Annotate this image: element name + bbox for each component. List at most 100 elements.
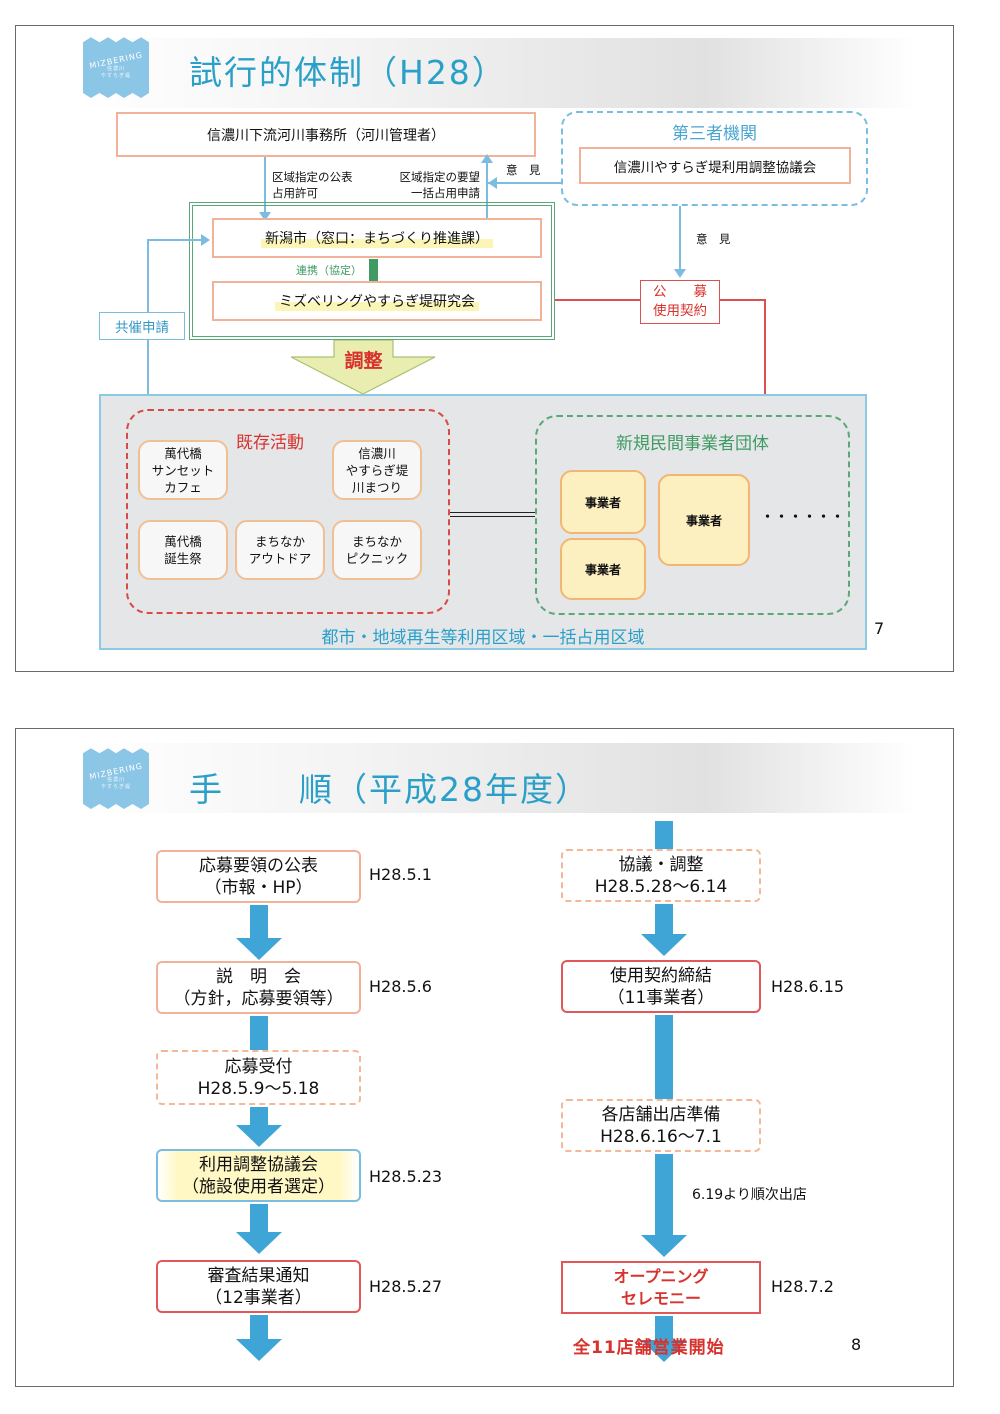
title-band: [76, 743, 916, 813]
logo-subtext: やすらぎ堤: [100, 72, 131, 79]
step-date: H28.5.23: [369, 1167, 443, 1186]
business-item: 事業者: [560, 470, 646, 534]
opinion-label: 意 見: [506, 163, 541, 177]
activity-line: やすらぎ堤: [345, 462, 409, 478]
logo-subtext: 信濃川: [106, 776, 125, 783]
step-recruitment-announcement: 応募要領の公表 （市報・HP）: [156, 850, 361, 903]
step-line: 審査結果通知: [207, 1265, 310, 1286]
activity-item: まちなかアウトドア: [235, 520, 325, 580]
arrow-down-icon: [674, 269, 686, 278]
step-line: （施設使用者選定）: [182, 1176, 335, 1197]
title-band: [76, 38, 916, 108]
arrow-left-icon: [488, 177, 497, 189]
ellipsis: ・・・・・・: [761, 510, 846, 525]
mizbering-logo: MIZBERING 信濃川 やすらぎ堤: [83, 748, 149, 809]
activity-line: アウトドア: [248, 551, 312, 566]
step-consultation: 協議・調整 H28.5.28〜6.14: [561, 849, 761, 902]
flow-arrow: [641, 1316, 687, 1366]
connector-line: [679, 206, 681, 272]
step-date: H28.6.15: [771, 977, 845, 996]
adjust-arrow-shape: [291, 340, 436, 395]
connector-line: [486, 161, 488, 223]
request-label: 区域指定の要望 一括占用申請: [390, 169, 481, 201]
activity-line: まちなか: [351, 534, 402, 549]
business-label: 事業者: [584, 495, 621, 510]
flow-arrow: [641, 904, 687, 959]
zone-label: 都市・地域再生等利用区域・一括占用区域: [321, 628, 645, 648]
logo-subtext: やすらぎ堤: [100, 783, 131, 790]
publish-label: 区域指定の公表 占用許可: [272, 169, 353, 201]
activity-line: カフェ: [164, 479, 202, 495]
flow-arrow: [236, 1315, 282, 1370]
slide-trial-system: MIZBERING 信濃川 やすらぎ堤 試行的体制（H28） 信濃川下流河川事務…: [15, 25, 954, 672]
arrow-down-icon: [236, 938, 282, 960]
activity-line: まちなか: [254, 534, 305, 549]
cooperation-connector: [369, 259, 378, 281]
activity-line: 誕生祭: [164, 551, 202, 566]
recruit-label: 公 募: [653, 284, 707, 300]
research-group-box: ミズベリングやすらぎ堤研究会: [212, 281, 542, 321]
step-line: 使用契約締結: [610, 965, 712, 986]
cooperation-label: 連携（協定）: [296, 264, 362, 277]
new-private-group: [535, 415, 850, 615]
new-private-heading: 新規民間事業者団体: [616, 434, 769, 454]
contract-label: 使用契約: [653, 303, 707, 319]
river-office-box: 信濃川下流河川事務所（河川管理者）: [116, 112, 536, 157]
business-label: 事業者: [685, 513, 722, 528]
city-label: 新潟市（窓口：まちづくり推進課）: [261, 228, 493, 248]
activity-item: まちなかピクニック: [332, 520, 422, 580]
sequential-note: 6.19より順次出店: [692, 1187, 807, 1203]
step-line: 協議・調整: [618, 854, 704, 875]
river-office-label: 信濃川下流河川事務所（河川管理者）: [207, 127, 445, 144]
step-line: 各店舗出店準備: [601, 1104, 721, 1125]
step-line: （12事業者）: [205, 1287, 312, 1308]
step-line: （市報・HP）: [204, 877, 313, 898]
flow-arrow: [236, 905, 282, 960]
step-line: 応募受付: [224, 1056, 293, 1077]
activity-item: 萬代橋誕生祭: [138, 520, 228, 580]
adjust-label: 調整: [344, 350, 383, 372]
opinion-label: 意 見: [696, 232, 731, 246]
council-box: 信濃川やすらぎ堤利用調整協議会: [579, 147, 851, 184]
step-opening-ceremony: オープニング セレモニー: [561, 1261, 761, 1314]
step-line: H28.5.9〜5.18: [197, 1078, 320, 1099]
activity-line: 萬代橋: [164, 534, 202, 549]
step-date: H28.5.27: [369, 1277, 443, 1296]
city-group: [189, 202, 555, 340]
recruit-box: 公 募 使用契約: [640, 280, 720, 324]
flow-arrow: [641, 1154, 687, 1259]
page-number: 8: [851, 1335, 862, 1354]
business-label: 事業者: [584, 562, 621, 577]
step-line: （11事業者）: [607, 987, 715, 1008]
label-line: 占用許可: [272, 186, 318, 200]
step-line: 応募要領の公表: [199, 855, 318, 876]
connector-line: [488, 182, 562, 184]
step-line: オープニング: [613, 1266, 709, 1286]
step-usage-council: 利用調整協議会 （施設使用者選定）: [156, 1149, 361, 1202]
connector-line: [264, 157, 266, 215]
arrow-down-icon: [236, 1125, 282, 1147]
step-date: H28.7.2: [771, 1277, 834, 1296]
double-connector: [450, 512, 535, 517]
slide-title-part: 手: [189, 770, 224, 809]
activity-line: サンセット: [151, 462, 215, 478]
slide-title: 試行的体制（H28）: [189, 53, 507, 92]
step-store-preparation: 各店舗出店準備 H28.6.16〜7.1: [561, 1099, 761, 1152]
existing-activities-heading: 既存活動: [236, 433, 304, 453]
flow-arrow: [646, 821, 682, 849]
step-line: セレモニー: [620, 1288, 701, 1308]
connector-line: [719, 299, 766, 301]
co-sponsor-label: 共催申請: [115, 320, 169, 336]
step-line: 説 明 会: [216, 966, 301, 987]
third-party-heading: 第三者機関: [672, 124, 757, 144]
connector-line: [147, 239, 203, 241]
page-number: 7: [874, 619, 885, 638]
label-line: 一括占用申請: [411, 186, 480, 200]
arrow-right-icon: [201, 234, 210, 246]
logo-subtext: 信濃川: [106, 65, 125, 72]
connector-line: [764, 299, 766, 415]
arrow-down-icon: [236, 1232, 282, 1254]
activity-item: 信濃川やすらぎ堤川まつり: [332, 440, 422, 500]
activity-line: ピクニック: [345, 551, 409, 566]
flow-arrow: [236, 1204, 282, 1259]
